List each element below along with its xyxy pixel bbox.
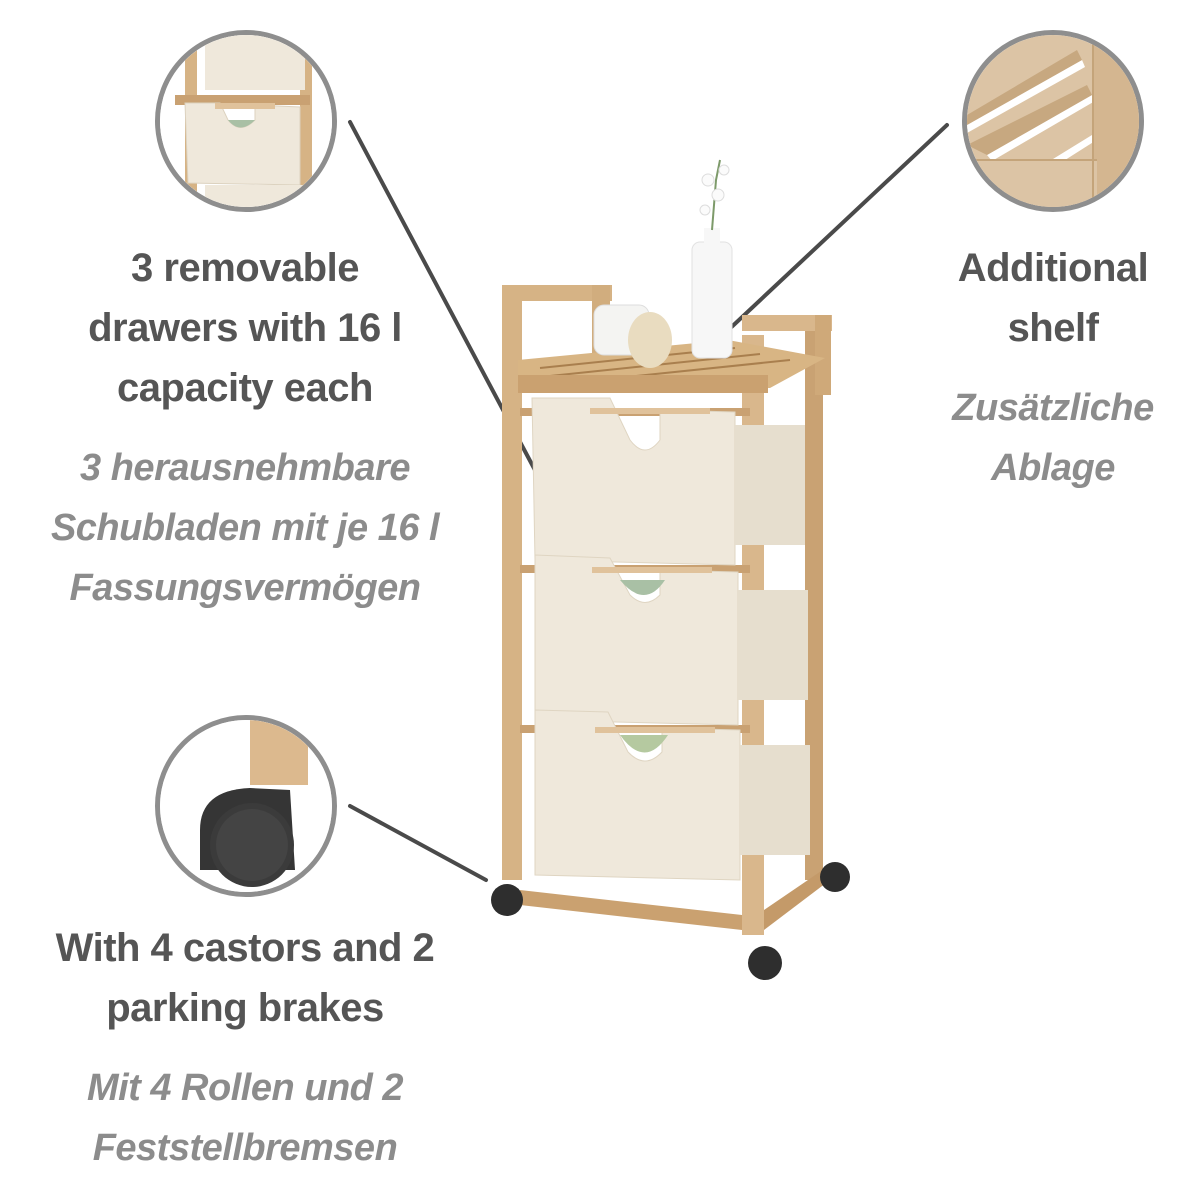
shelf-detail-circle <box>962 30 1144 212</box>
drawer-2 <box>534 554 808 726</box>
castors <box>491 862 850 980</box>
feature-drawers: 3 removable drawers with 16 l capacity e… <box>20 238 470 618</box>
drawer-3 <box>534 709 810 881</box>
drawer-1 <box>531 397 805 566</box>
feature-drawers-heading: 3 removable drawers with 16 l capacity e… <box>88 246 402 410</box>
feature-castors: With 4 castors and 2 parking brakes Mit … <box>0 918 490 1178</box>
connector-shelf <box>690 123 949 366</box>
feature-shelf-subheading: Zusätzliche Ablage <box>952 387 1154 489</box>
drawer-detail-icon <box>160 35 332 207</box>
connector-castors <box>348 804 488 882</box>
drawer-detail-circle <box>155 30 337 212</box>
product-trolley-image <box>491 159 850 980</box>
feature-shelf-heading: Additional shelf <box>957 246 1149 350</box>
slatted-shelf-detail-icon <box>967 35 1139 207</box>
feature-shelf: Additional shelf Zusätzliche Ablage <box>903 238 1200 498</box>
feature-castors-heading: With 4 castors and 2 parking brakes <box>55 926 435 1030</box>
castor-detail-circle <box>155 715 337 897</box>
feature-drawers-subheading: 3 herausnehmbare Schubladen mit je 16 l … <box>50 447 440 609</box>
feature-castors-subheading: Mit 4 Rollen und 2 Feststellbremsen <box>86 1067 404 1169</box>
castor-wheel-detail-icon <box>160 720 332 892</box>
